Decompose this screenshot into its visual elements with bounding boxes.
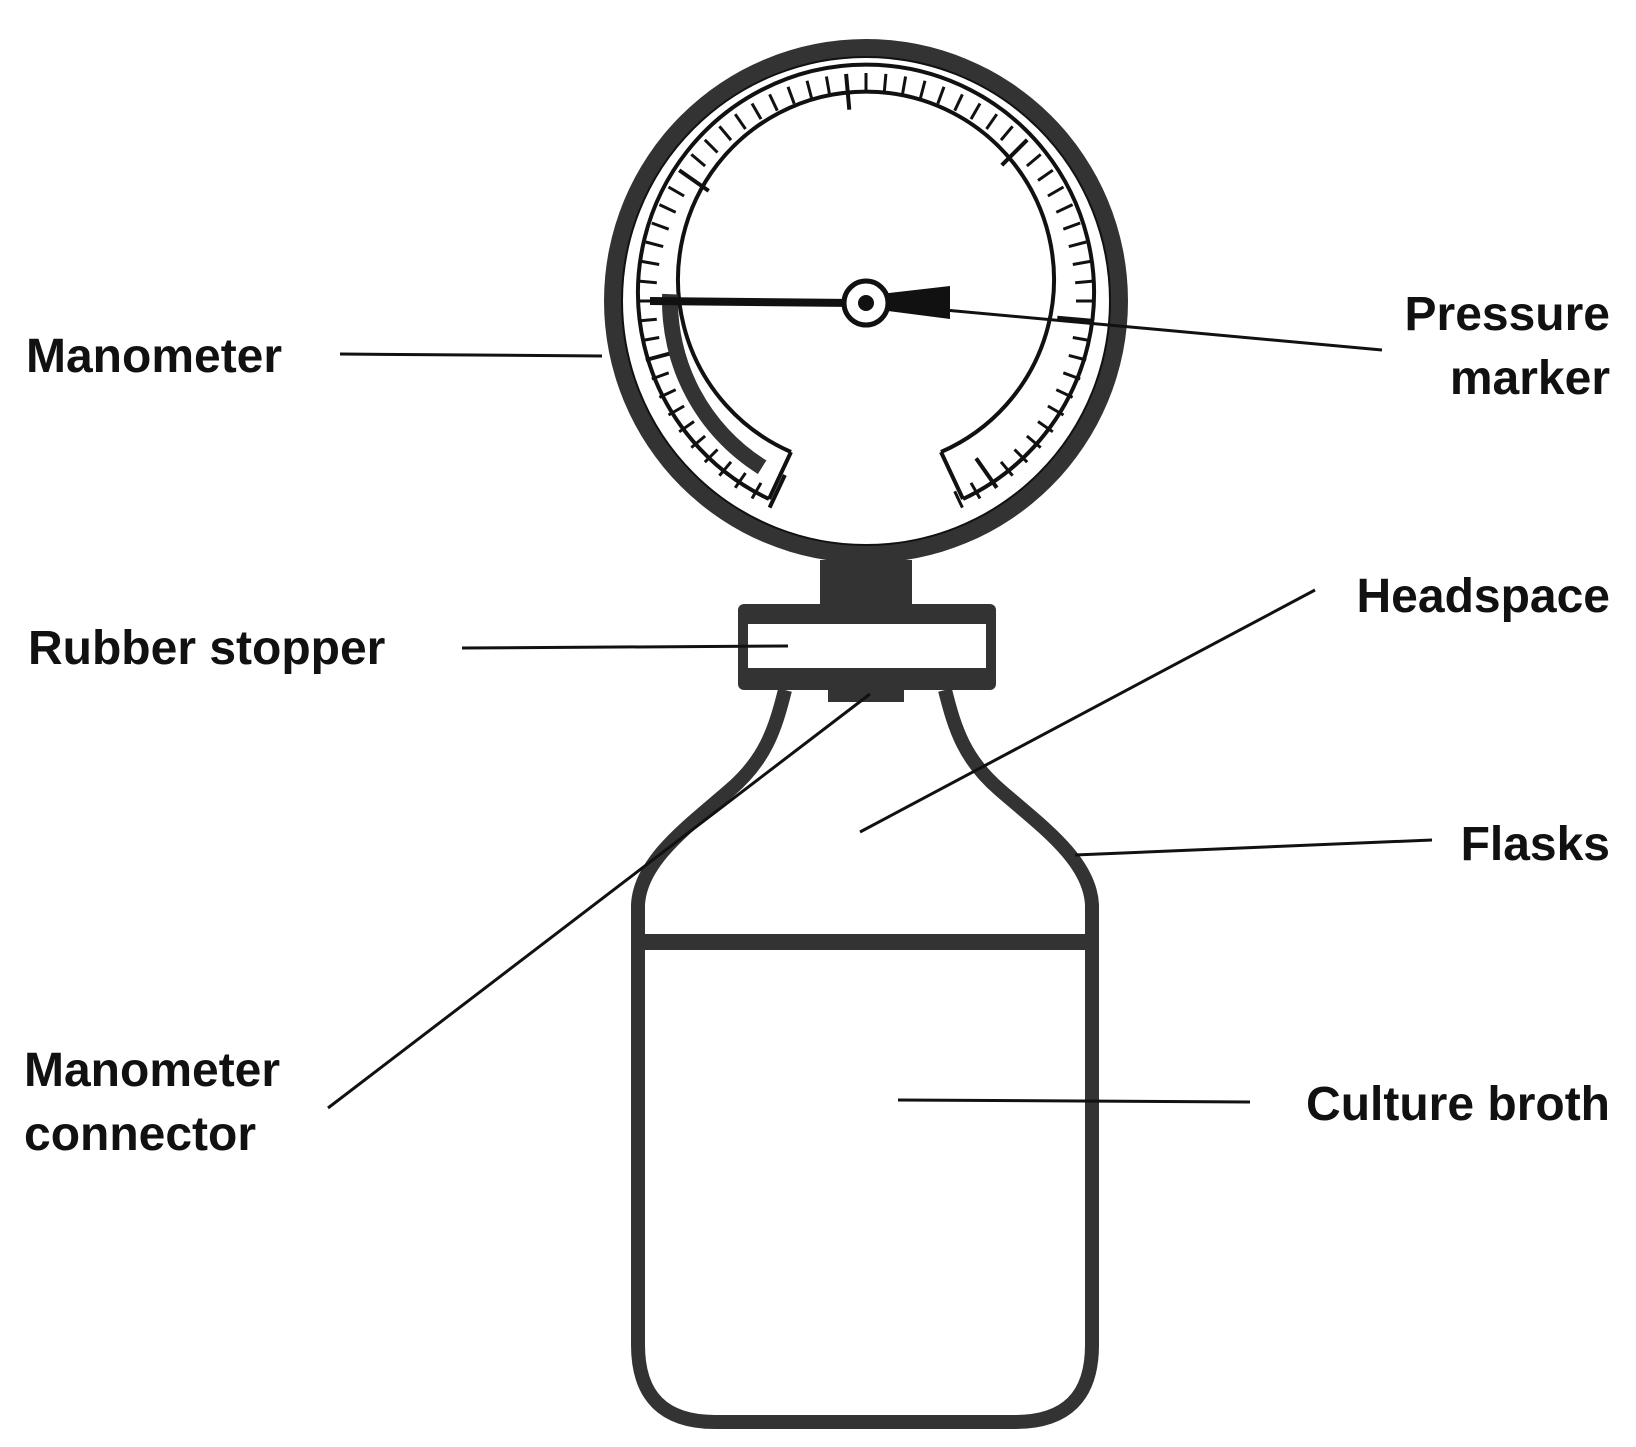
gauge-tick bbox=[786, 86, 796, 105]
gauge-tick bbox=[1062, 371, 1081, 381]
gauge-scale-inner bbox=[676, 89, 1056, 454]
gauge-tick bbox=[1055, 388, 1074, 399]
leader-rubber-stopper bbox=[461, 644, 789, 650]
gauge-tick bbox=[1025, 434, 1042, 449]
gauge-tick bbox=[641, 336, 660, 343]
gauge-tick bbox=[638, 279, 657, 285]
gauge-tick bbox=[690, 153, 707, 168]
flask bbox=[631, 688, 1099, 1429]
gauge-tick bbox=[768, 93, 779, 112]
gauge-tick bbox=[999, 460, 1014, 477]
gauge-scale-fill bbox=[662, 293, 767, 475]
gauge-tick bbox=[1047, 404, 1065, 417]
gauge-tick bbox=[805, 80, 814, 99]
scale-end-left bbox=[767, 451, 793, 500]
gauge-tick bbox=[718, 125, 733, 142]
gauge-tick bbox=[690, 434, 707, 449]
gauge-tick bbox=[658, 203, 677, 214]
scale-end-right bbox=[939, 451, 965, 500]
gauge-tick bbox=[974, 457, 999, 489]
gauge-tick bbox=[1055, 203, 1074, 214]
label-manometer-connector-line2: connector bbox=[24, 1108, 256, 1161]
label-pressure-marker-line2: marker bbox=[1450, 352, 1610, 405]
gauge-tick bbox=[658, 388, 677, 399]
gauge-tick bbox=[703, 138, 719, 154]
gauge-tick bbox=[1068, 240, 1087, 249]
gauge-tick bbox=[918, 80, 927, 99]
gauge-tick bbox=[678, 168, 710, 193]
gauge-tick bbox=[953, 490, 964, 509]
gauge-tick bbox=[953, 93, 964, 112]
gauge-tick bbox=[645, 240, 664, 249]
leader-pressure-marker bbox=[889, 303, 1383, 352]
connector-block bbox=[828, 688, 904, 702]
gauge-tick bbox=[936, 86, 946, 105]
manometer-gauge bbox=[604, 39, 1128, 610]
gauge-tick bbox=[1068, 353, 1087, 362]
gauge-tick bbox=[733, 113, 747, 130]
gauge-tick bbox=[750, 102, 763, 120]
gauge-tick bbox=[767, 474, 787, 509]
gauge-tick bbox=[901, 76, 908, 95]
label-manometer-connector-line1: Manometer bbox=[24, 1044, 280, 1097]
gauge-tick bbox=[1025, 153, 1042, 168]
gauge-tick bbox=[999, 125, 1014, 142]
label-rubber-stopper: Rubber stopper bbox=[28, 622, 385, 675]
gauge-tick bbox=[718, 460, 733, 477]
leader-flasks bbox=[1074, 838, 1433, 857]
gauge-tick bbox=[824, 76, 831, 95]
gauge-scale-outer bbox=[636, 62, 1096, 501]
label-headspace: Headspace bbox=[1357, 570, 1610, 623]
leader-manometer bbox=[339, 352, 603, 358]
gauge-tick bbox=[750, 482, 763, 500]
gauge-tick bbox=[844, 73, 852, 110]
leader-culture-broth bbox=[897, 1098, 1251, 1104]
gauge-tick bbox=[667, 404, 685, 417]
gauge-tick bbox=[985, 113, 999, 130]
label-manometer: Manometer bbox=[26, 330, 282, 383]
gauge-tick bbox=[638, 317, 657, 323]
gauge-tick bbox=[1037, 168, 1054, 182]
gauge-tick bbox=[1075, 279, 1094, 285]
gauge-tick bbox=[651, 221, 670, 231]
gauge-tick bbox=[1037, 420, 1054, 434]
gauge-tick bbox=[1000, 138, 1029, 167]
gauge-tick bbox=[1047, 185, 1065, 198]
gauge-tick bbox=[678, 420, 695, 434]
gauge-tick bbox=[641, 259, 660, 266]
leader-manometer-connector bbox=[327, 692, 871, 1110]
gauge-tick bbox=[969, 482, 982, 500]
rubber-stopper bbox=[738, 604, 996, 702]
gauge-tick bbox=[1072, 259, 1091, 266]
broth-surface-line bbox=[638, 934, 1092, 950]
gauge-tick bbox=[882, 73, 888, 92]
pressure-needle bbox=[650, 278, 950, 328]
gauge-stem bbox=[820, 560, 912, 610]
leader-lines bbox=[327, 303, 1433, 1110]
gauge-tick bbox=[733, 472, 747, 489]
gauge-tick bbox=[969, 102, 982, 120]
gauge-tick bbox=[1057, 315, 1094, 323]
gauge-tick bbox=[1013, 448, 1029, 464]
leader-headspace bbox=[859, 588, 1316, 834]
labels: Manometer Pressure marker Headspace Rubb… bbox=[24, 288, 1610, 1161]
flask-outline bbox=[631, 688, 1099, 1429]
gauge-tick bbox=[667, 185, 685, 198]
gauge-tick bbox=[1062, 221, 1081, 231]
gauge-tick bbox=[1072, 336, 1091, 343]
label-pressure-marker-line1: Pressure bbox=[1405, 288, 1610, 341]
label-culture-broth: Culture broth bbox=[1306, 1078, 1610, 1131]
label-flasks: Flasks bbox=[1461, 818, 1610, 871]
gauge-tick bbox=[703, 448, 719, 464]
gauge-tick bbox=[651, 371, 670, 381]
